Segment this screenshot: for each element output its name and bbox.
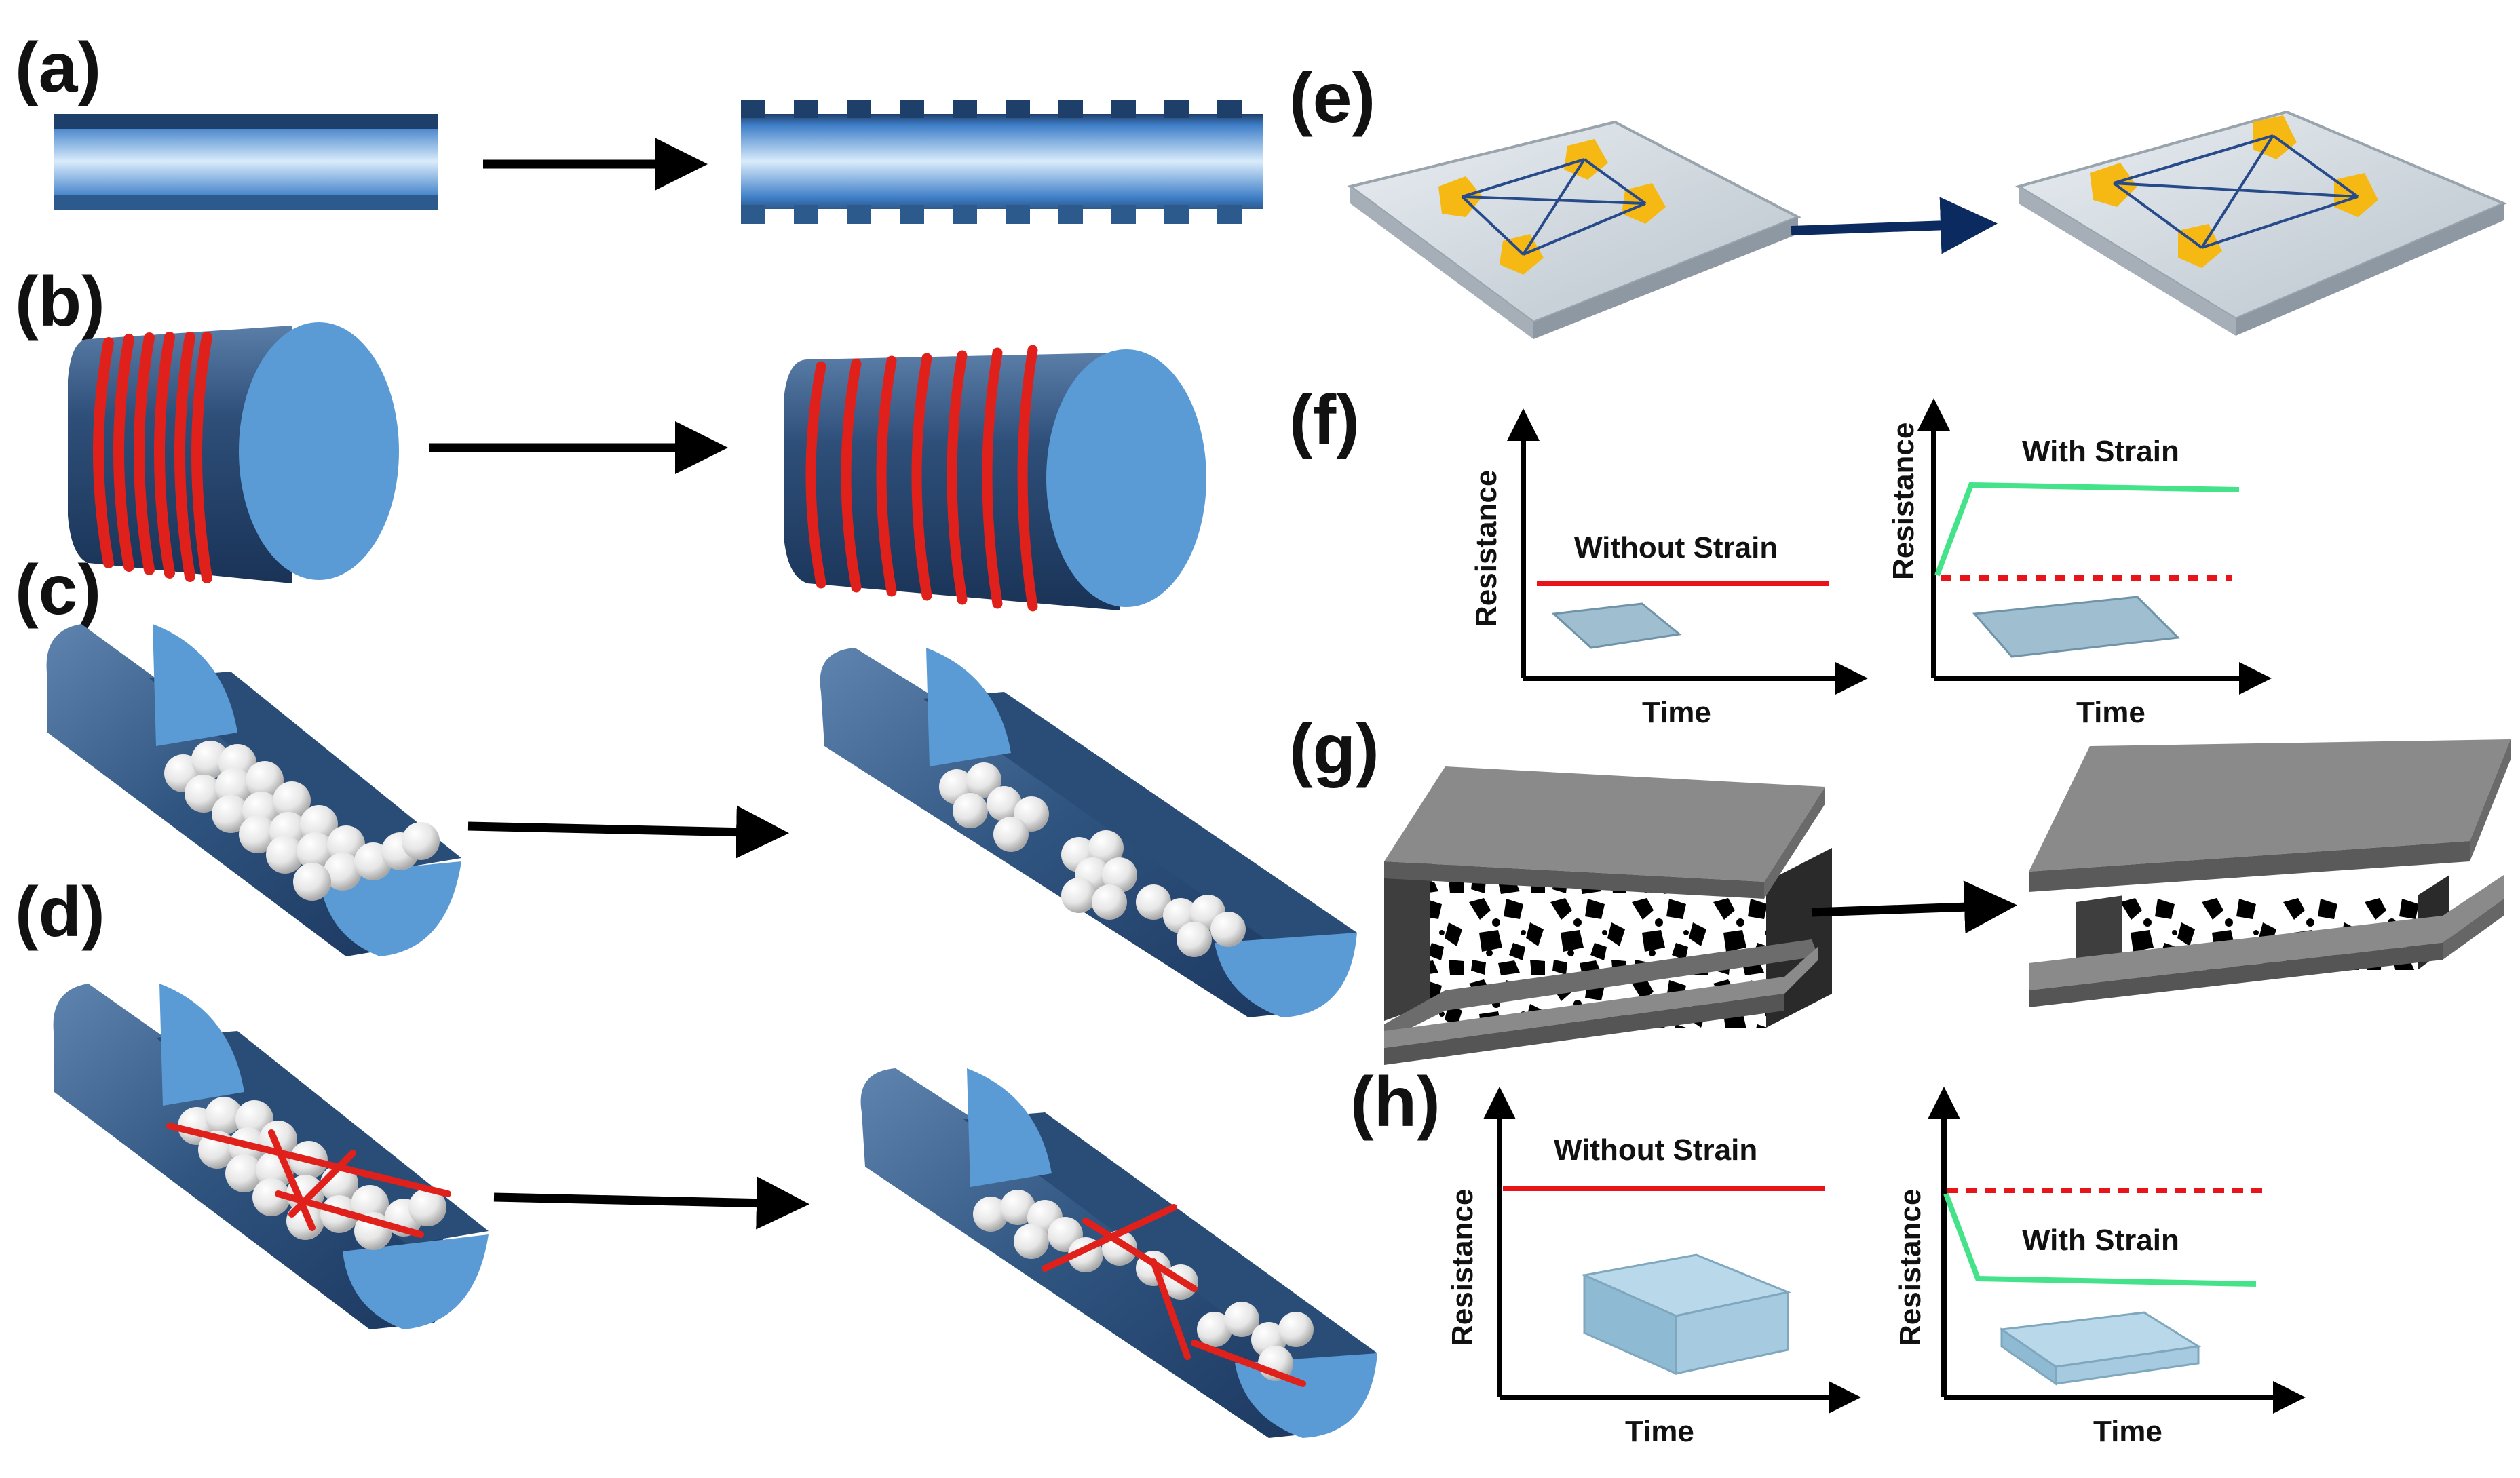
f-right-ylabel: Resistance xyxy=(1887,423,1920,580)
h-right-green-curve xyxy=(1943,1192,2257,1287)
h-left-ylabel: Resistance xyxy=(1446,1189,1479,1346)
f-right-caption: With Strain xyxy=(2022,435,2179,468)
f-right-xlabel: Time xyxy=(2076,696,2145,729)
h-right-block-icon xyxy=(1998,1311,2202,1386)
panel-a-straight-fiber xyxy=(54,114,438,210)
arrow-c xyxy=(467,805,789,859)
f-left-xlabel: Time xyxy=(1642,696,1711,729)
panel-g-foam-compressed xyxy=(2029,739,2511,1007)
h-right-xlabel: Time xyxy=(2093,1415,2162,1448)
panel-label-g: (g) xyxy=(1289,710,1379,789)
panel-e-sensor-unstretched xyxy=(1347,120,1801,339)
panel-c-stretched-channel xyxy=(820,648,1357,1017)
arrow-e xyxy=(1791,197,1998,254)
panel-f-graph-right: Resistance Time With Strain xyxy=(1887,398,2272,729)
panel-label-a: (a) xyxy=(15,28,101,107)
filler-particles-c-stretched xyxy=(939,762,1246,957)
f-right-green-curve xyxy=(1934,482,2240,577)
panel-f-graph-left: Resistance Time Without Strain xyxy=(1470,408,1868,729)
panel-label-e: (e) xyxy=(1289,59,1375,138)
panel-e-sensor-stretched xyxy=(2015,110,2508,336)
panel-c-filled-channel xyxy=(46,624,461,956)
h-left-caption: Without Strain xyxy=(1554,1133,1757,1167)
f-left-film-icon xyxy=(1551,602,1682,649)
panel-d-hybrid-channel xyxy=(53,984,489,1329)
panel-label-c: (c) xyxy=(15,551,101,629)
arrow-g xyxy=(1811,880,2017,934)
panel-h-graph-left: Resistance Time Without Strain xyxy=(1446,1087,1861,1448)
panel-label-h: (h) xyxy=(1350,1063,1440,1142)
h-right-caption: With Strain xyxy=(2022,1224,2179,1257)
panel-h-graph-right: Resistance Time With Strain xyxy=(1894,1087,2306,1448)
h-left-block-icon xyxy=(1580,1253,1792,1376)
filler-particles-c xyxy=(164,741,440,901)
f-right-film-icon xyxy=(1972,596,2181,658)
panel-label-d: (d) xyxy=(15,873,105,952)
panel-label-b: (b) xyxy=(15,262,105,341)
panel-d-stretched-hybrid xyxy=(860,1068,1377,1438)
panel-label-f: (f) xyxy=(1289,381,1360,460)
panel-a-cracked-fiber xyxy=(741,100,1263,224)
panel-g-foam-uncompressed xyxy=(1384,766,1832,1065)
panel-b-coiled-cylinder xyxy=(68,322,399,583)
f-left-ylabel: Resistance xyxy=(1470,470,1503,627)
h-left-xlabel: Time xyxy=(1625,1415,1694,1448)
panel-b-stretched-coil xyxy=(784,345,1206,612)
arrow-d xyxy=(493,1176,809,1230)
nanowires-d xyxy=(166,1123,451,1238)
f-left-caption: Without Strain xyxy=(1574,531,1778,564)
h-right-ylabel: Resistance xyxy=(1894,1189,1927,1346)
